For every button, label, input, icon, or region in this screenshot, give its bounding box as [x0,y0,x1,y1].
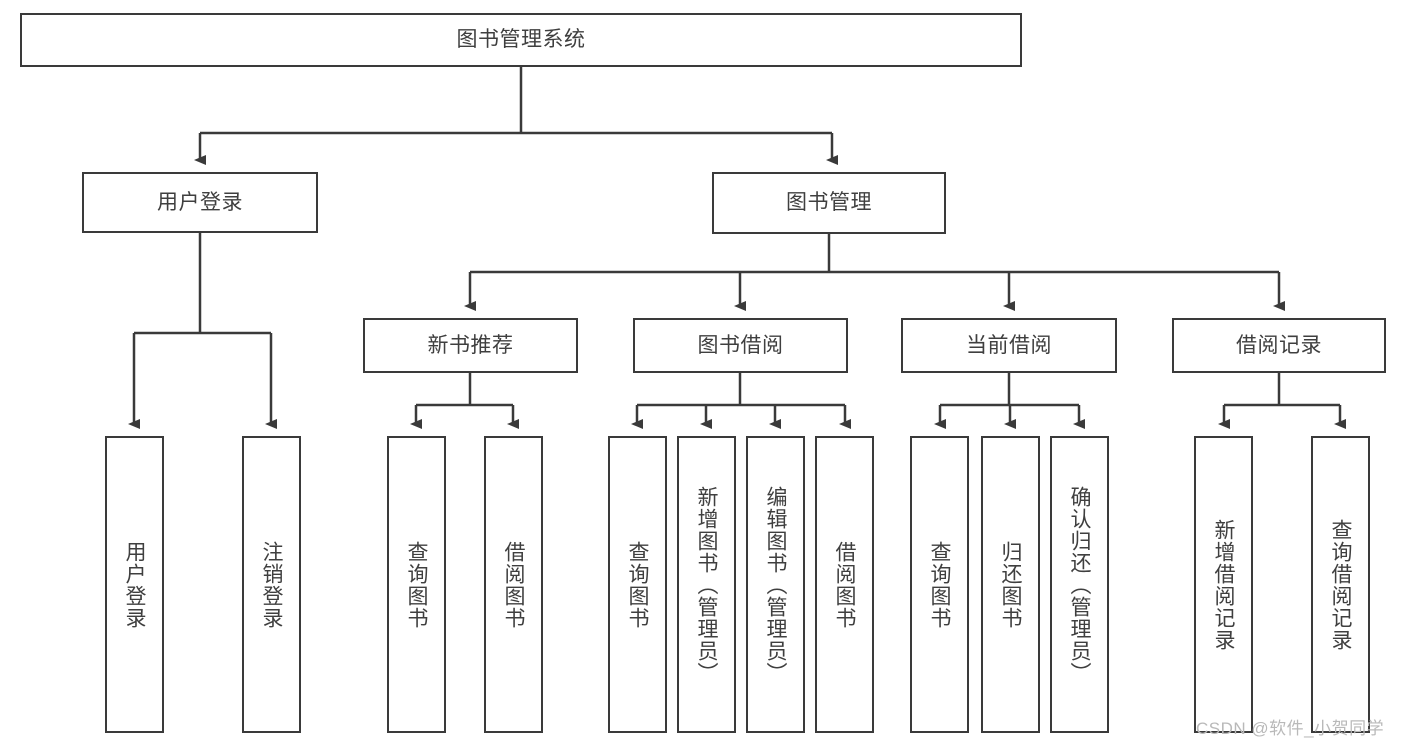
node-label: 图书管理 [786,191,872,215]
node-label: 查询图书 [928,540,951,629]
leaf-edit-book-admin[interactable]: 编辑图书（管理员） [746,436,805,733]
node-label: 新增借阅记录 [1212,518,1235,651]
node-label: 归还图书 [999,540,1022,629]
node-borrow-record[interactable]: 借阅记录 [1172,318,1386,373]
node-root-system[interactable]: 图书管理系统 [20,13,1022,67]
node-label: 用户登录 [157,190,243,214]
node-label: 新增图书（管理员） [695,485,718,684]
node-label: 新书推荐 [427,333,514,357]
node-user-login[interactable]: 用户登录 [82,172,318,233]
leaf-borrow-book[interactable]: 借阅图书 [815,436,874,733]
node-label: 查询图书 [405,540,428,629]
node-label: 借阅图书 [502,540,525,629]
node-label: 用户登录 [123,540,146,629]
leaf-add-borrow-record[interactable]: 新增借阅记录 [1194,436,1253,733]
leaf-query-book-recommend[interactable]: 查询图书 [387,436,446,733]
leaf-logout[interactable]: 注销登录 [242,436,301,733]
node-label: 确认归还（管理员） [1068,485,1091,684]
leaf-borrow-book-recommend[interactable]: 借阅图书 [484,436,543,733]
node-label: 图书借阅 [697,333,784,357]
leaf-user-login[interactable]: 用户登录 [105,436,164,733]
node-new-book-recommend[interactable]: 新书推荐 [363,318,578,373]
node-book-management[interactable]: 图书管理 [712,172,946,234]
node-label: 查询借阅记录 [1329,518,1352,651]
node-book-borrow[interactable]: 图书借阅 [633,318,848,373]
node-label: 当前借阅 [966,333,1052,357]
leaf-query-book-current[interactable]: 查询图书 [910,436,969,733]
node-label: 注销登录 [260,540,283,629]
node-label: 查询图书 [626,540,649,629]
node-label: 借阅记录 [1236,333,1322,357]
node-label: 借阅图书 [833,540,856,629]
csdn-watermark: CSDN @软件_小贺同学 [1196,719,1385,738]
node-label: 编辑图书（管理员） [764,485,787,684]
node-current-borrow[interactable]: 当前借阅 [901,318,1117,373]
leaf-query-borrow-record[interactable]: 查询借阅记录 [1311,436,1370,733]
node-label: 图书管理系统 [456,28,586,52]
leaf-add-book-admin[interactable]: 新增图书（管理员） [677,436,736,733]
leaf-confirm-return-admin[interactable]: 确认归还（管理员） [1050,436,1109,733]
leaf-return-book[interactable]: 归还图书 [981,436,1040,733]
leaf-query-book-borrow[interactable]: 查询图书 [608,436,667,733]
